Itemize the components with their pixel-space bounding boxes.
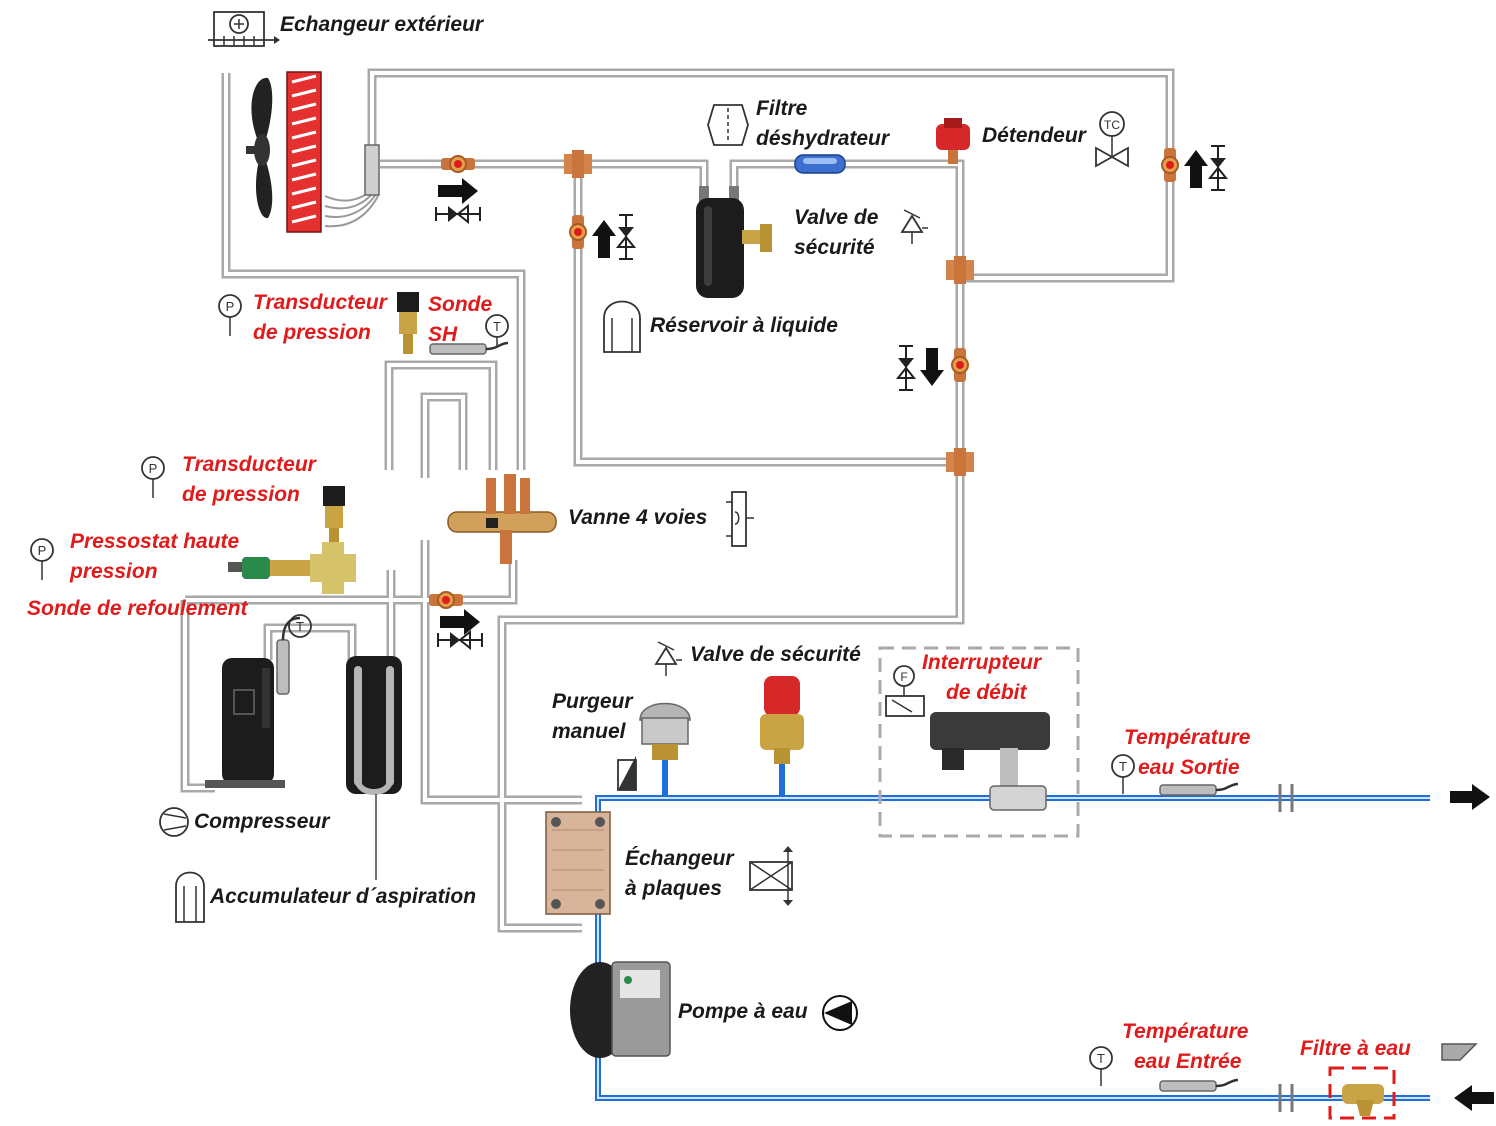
temperature-symbol-icon-4: T: [1089, 1046, 1113, 1086]
receiver-tank: [696, 186, 772, 298]
label-sonde-refoulement: Sonde de refoulement: [27, 597, 248, 620]
filter-drier: [794, 154, 846, 174]
accumulator-symbol-icon: [175, 871, 205, 923]
arrow-right-icon: [438, 178, 478, 204]
manual-purger: [639, 702, 691, 760]
label-sonde-sh-a: Sonde: [428, 293, 493, 316]
pump-symbol-icon: [822, 995, 858, 1031]
label-valve-sec-1b: sécurité: [794, 236, 875, 259]
outdoor-exchanger: [208, 11, 380, 233]
label-temp-sortie-a: Température: [1124, 726, 1251, 749]
water-pump: [570, 961, 671, 1058]
discharge-sensor: [276, 616, 301, 695]
outlet-arrow-icon: [1450, 784, 1490, 810]
four-way-valve-symbol-icon: [726, 491, 754, 547]
inlet-arrow-icon: [1454, 1085, 1494, 1111]
t-text-2: T: [296, 619, 304, 634]
label-pressostat-b: pression: [70, 560, 158, 583]
f-text: F: [900, 670, 907, 684]
safety-valve-icon: [900, 209, 928, 244]
t-text-1: T: [493, 319, 501, 334]
label-temp-sortie-b: eau Sortie: [1138, 756, 1240, 779]
label-interrupteur-b: de débit: [946, 681, 1027, 704]
label-detendeur: Détendeur: [982, 124, 1086, 147]
temperature-symbol-icon-2: T: [288, 614, 312, 638]
pressure-transducer-1: [397, 292, 419, 354]
label-temp-entree-b: eau Entrée: [1134, 1050, 1242, 1073]
label-transducteur-1a: Transducteur: [253, 291, 387, 314]
label-echangeur-plaques-a: Échangeur: [625, 847, 734, 870]
label-purgeur-a: Purgeur: [552, 690, 633, 713]
arrow-right-icon-2: [440, 609, 480, 635]
filter-symbol-icon: [1441, 1043, 1478, 1061]
tc-text: TC: [1104, 118, 1120, 132]
safety-valve-2: [760, 676, 804, 764]
high-pressure-switch: [228, 542, 356, 594]
flow-switch-frame: [878, 646, 1080, 838]
label-pressostat-a: Pressostat haute: [70, 530, 240, 553]
t-text-3: T: [1119, 759, 1127, 774]
arrow-down-icon: [920, 348, 944, 386]
pressure-transducer-2: [323, 486, 345, 544]
label-accumulateur: Accumulateur d´aspiration: [210, 885, 477, 908]
exchanger-symbol-icon: [208, 11, 280, 47]
arrow-up-icon: [592, 220, 616, 258]
water-filter: [1328, 1066, 1396, 1120]
plate-exchanger: [545, 811, 611, 915]
label-echangeur-exterieur: Echangeur extérieur: [280, 13, 484, 36]
label-reservoir: Réservoir à liquide: [650, 314, 838, 337]
label-transducteur-1b: de pression: [253, 321, 371, 344]
label-temp-entree-a: Température: [1122, 1020, 1249, 1043]
label-pompe: Pompe à eau: [678, 1000, 808, 1023]
label-transducteur-2b: de pression: [182, 483, 300, 506]
flow-switch: [930, 712, 1050, 811]
label-valve-sec-2: Valve de sécurité: [690, 643, 861, 666]
label-filtre-2: déshydrateur: [756, 127, 890, 150]
label-filtre-eau: Filtre à eau: [1300, 1037, 1411, 1060]
label-filtre-1: Filtre: [756, 97, 808, 120]
fan-icon: [246, 77, 273, 219]
t-text-4: T: [1097, 1051, 1105, 1066]
label-vanne-4-voies: Vanne 4 voies: [568, 506, 708, 529]
label-valve-sec-1a: Valve de: [794, 206, 879, 229]
purger-symbol-icon: [617, 756, 637, 791]
suction-accumulator: [346, 656, 402, 880]
compressor: [205, 658, 285, 788]
compressor-symbol-icon: [159, 807, 189, 837]
label-compresseur: Compresseur: [194, 810, 330, 833]
temperature-symbol-icon-3: T: [1111, 754, 1135, 794]
safety-valve-icon-2: [654, 641, 682, 676]
pressure-symbol-icon-1: P: [218, 294, 242, 336]
p-text-3: P: [38, 543, 47, 558]
thermostatic-valve-icon: TC: [1095, 111, 1129, 168]
arrow-up-icon-2: [1184, 150, 1208, 188]
pressure-symbol-icon-3: P: [30, 538, 54, 580]
pressure-symbol-icon-2: P: [141, 456, 165, 498]
p-text-1: P: [226, 299, 235, 314]
flow-symbol-icon: F: [885, 665, 925, 717]
p-text-2: P: [149, 461, 158, 476]
expansion-valve: [936, 118, 970, 164]
four-way-valve: [447, 474, 557, 564]
label-purgeur-b: manuel: [552, 720, 626, 743]
plate-exchanger-symbol-icon: [749, 846, 793, 906]
filter-drier-symbol-icon: [707, 104, 749, 146]
label-sonde-sh-b: SH: [428, 323, 458, 346]
label-echangeur-plaques-b: à plaques: [625, 877, 722, 900]
refrigerant-pipes: [180, 68, 1175, 933]
label-interrupteur-a: Interrupteur: [922, 651, 1042, 674]
label-transducteur-2a: Transducteur: [182, 453, 316, 476]
receiver-symbol-icon: [603, 300, 641, 353]
